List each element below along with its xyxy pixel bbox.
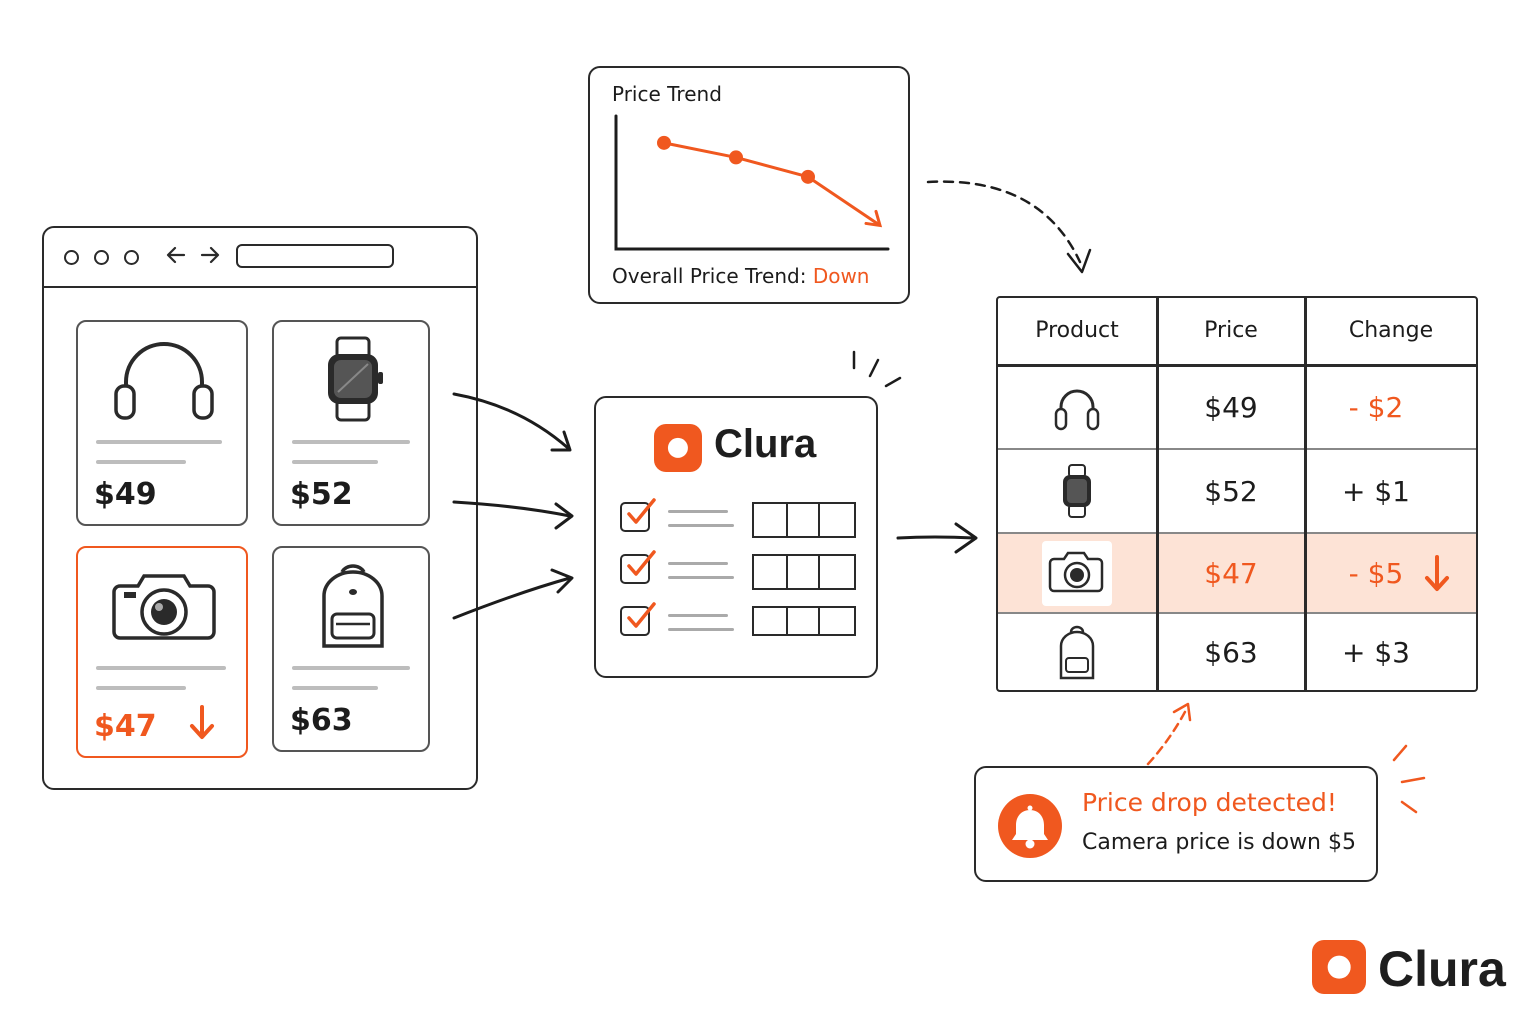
processor-brand: Clura <box>714 422 817 466</box>
table-row[interactable]: $52 + $1 <box>998 450 1476 532</box>
arrow-down-icon <box>190 705 214 739</box>
data-grid-row <box>752 554 856 590</box>
price-cell: $49 <box>1204 390 1258 424</box>
trend-summary: Overall Price Trend: Down <box>612 264 869 288</box>
brand-name: Clura <box>1378 941 1506 997</box>
forward-arrow-icon[interactable] <box>196 242 222 268</box>
arrow-down-icon <box>1425 555 1449 591</box>
price-cell: $47 <box>1204 556 1258 590</box>
trend-arrowhead <box>864 209 883 228</box>
checkbox-checked[interactable] <box>620 602 656 636</box>
price-drop-alert[interactable]: Price drop detected! Camera price is dow… <box>974 766 1378 882</box>
column-header-price[interactable]: Price <box>1204 318 1258 343</box>
table-row[interactable]: $49 - $2 <box>998 366 1476 448</box>
browser-window: $49 $52 $47 <box>42 226 478 790</box>
trend-point-2 <box>729 150 743 165</box>
change-cell: - $2 <box>1348 390 1404 424</box>
product-price: $52 <box>290 477 353 512</box>
price-cell: $63 <box>1204 635 1258 669</box>
clura-logo-icon <box>654 424 702 472</box>
product-card-smartwatch[interactable]: $52 <box>272 320 430 526</box>
price-table: Product Price Change $49 - $2 $52 + $1 <box>996 296 1478 692</box>
alert-spark-lines <box>1392 744 1426 814</box>
alert-message: Camera price is down $5 <box>1082 830 1356 855</box>
clura-processor: Clura <box>594 396 878 678</box>
spark-lines <box>852 350 902 388</box>
window-close-dot[interactable] <box>64 250 79 265</box>
checkbox-checked[interactable] <box>620 498 656 532</box>
price-trend-chart <box>614 114 890 251</box>
data-grid-row <box>752 502 856 538</box>
product-card-headphones[interactable]: $49 <box>76 320 248 526</box>
trend-point-3 <box>801 169 815 184</box>
camera-icon <box>1048 551 1104 592</box>
backpack-icon <box>1059 625 1095 680</box>
table-row[interactable]: $63 + $3 <box>998 614 1476 690</box>
product-card-camera[interactable]: $47 <box>76 546 248 758</box>
headphones-icon <box>114 342 214 420</box>
checkbox-checked[interactable] <box>620 550 656 584</box>
flow-arrows-in <box>452 392 574 620</box>
table-row-highlighted[interactable]: $47 - $5 <box>998 534 1476 612</box>
headphones-icon <box>1054 389 1100 431</box>
product-price: $49 <box>94 477 157 512</box>
camera-icon <box>112 574 216 640</box>
product-price: $63 <box>290 703 353 738</box>
smartwatch-icon <box>328 336 383 422</box>
change-cell: + $3 <box>1342 635 1410 669</box>
price-trend-card: Price Trend Overall Price Trend: Down <box>588 66 910 304</box>
trend-point-1 <box>657 135 671 150</box>
window-maximize-dot[interactable] <box>124 250 139 265</box>
chart-title: Price Trend <box>612 82 722 106</box>
product-price: $47 <box>94 709 157 744</box>
trend-value: Down <box>812 264 870 288</box>
product-card-backpack[interactable]: $63 <box>272 546 430 752</box>
bell-icon <box>998 794 1062 858</box>
change-cell: + $1 <box>1342 474 1410 508</box>
alert-title: Price drop detected! <box>1082 788 1337 817</box>
clura-logo-icon <box>1312 940 1366 994</box>
price-cell: $52 <box>1204 474 1258 508</box>
smartwatch-icon <box>1063 464 1091 518</box>
dashed-arrow-alert-to-table <box>1146 702 1192 766</box>
address-bar[interactable] <box>236 244 394 268</box>
window-minimize-dot[interactable] <box>94 250 109 265</box>
data-grid-row <box>752 606 856 636</box>
chart-axes <box>614 114 890 251</box>
dashed-arrow-chart-to-table <box>926 180 1092 274</box>
trend-label: Overall Price Trend: <box>612 264 807 288</box>
back-arrow-icon[interactable] <box>164 242 190 268</box>
column-header-change[interactable]: Change <box>1348 318 1434 343</box>
flow-arrow-out <box>896 522 978 554</box>
backpack-icon <box>322 564 384 648</box>
browser-toolbar <box>44 228 476 288</box>
change-cell: - $5 <box>1348 556 1404 590</box>
column-header-product[interactable]: Product <box>1035 318 1119 343</box>
trend-series-line <box>663 141 881 227</box>
